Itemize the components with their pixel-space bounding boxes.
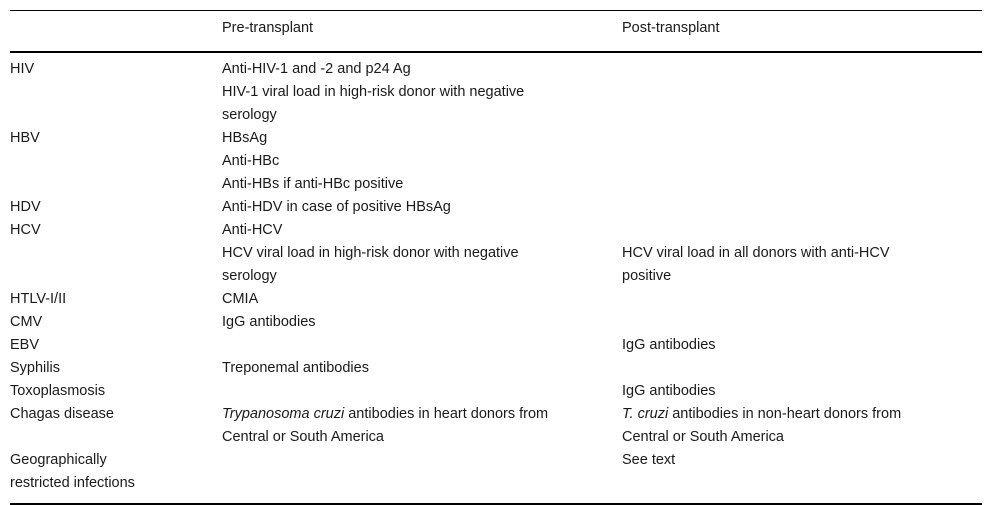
table-row: HTLV-I/II CMIA <box>10 288 982 311</box>
pre-line: IgG antibodies <box>222 314 316 330</box>
agent-line: HIV <box>10 61 35 77</box>
agent-line: CMV <box>10 314 43 330</box>
cell-agent: HDV <box>10 196 222 219</box>
pre-line: Treponemal antibodies <box>222 360 369 376</box>
pre-line: Anti-HBs if anti-HBc positive <box>222 176 404 192</box>
cell-agent: HBV <box>10 127 222 196</box>
pre-line: HBsAg <box>222 130 268 146</box>
table-body: HIV Anti-HIV-1 and -2 and p24 Ag HIV-1 vi… <box>10 52 982 505</box>
pre-line: Anti-HBc <box>222 153 280 169</box>
agent-line: EBV <box>10 337 40 353</box>
cell-agent: HTLV-I/II <box>10 288 222 311</box>
table-header-row: Pre-transplant Post-transplant <box>10 10 982 53</box>
table-row: HIV Anti-HIV-1 and -2 and p24 Ag HIV-1 vi… <box>10 52 982 127</box>
table-row: Syphilis Treponemal antibodies <box>10 357 982 380</box>
cell-agent: CMV <box>10 311 222 334</box>
post-line: See text <box>622 452 676 468</box>
pre-line: Trypanosoma cruzi antibodies in heart do… <box>222 406 549 422</box>
post-line: positive <box>622 268 672 284</box>
cell-agent: EBV <box>10 334 222 357</box>
pre-line: HCV viral load in high-risk donor with n… <box>222 245 519 261</box>
column-header-pre-transplant: Pre-transplant <box>222 10 622 53</box>
cell-pre-transplant: Anti-HIV-1 and -2 and p24 Ag HIV-1 viral … <box>222 52 622 127</box>
pre-line: serology <box>222 107 277 123</box>
post-line: Central or South America <box>622 429 784 445</box>
cell-agent: Geographically restricted infections <box>10 449 222 505</box>
pre-line: serology <box>222 268 277 284</box>
cell-post-transplant: IgG antibodies <box>622 380 982 403</box>
cell-pre-transplant: Trypanosoma cruzi antibodies in heart do… <box>222 403 622 449</box>
cell-agent: HCV <box>10 219 222 288</box>
cell-agent: HIV <box>10 52 222 127</box>
cell-post-transplant: IgG antibodies <box>622 334 982 357</box>
cell-agent: Toxoplasmosis <box>10 380 222 403</box>
cell-agent: Chagas disease <box>10 403 222 449</box>
cell-pre-transplant: Treponemal antibodies <box>222 357 622 380</box>
cell-post-transplant <box>622 127 982 196</box>
cell-post-transplant: T. cruzi antibodies in non-heart donors … <box>622 403 982 449</box>
table-row: CMV IgG antibodies <box>10 311 982 334</box>
post-line: T. cruzi antibodies in non-heart donors … <box>622 406 902 422</box>
pre-line: Anti-HCV <box>222 222 283 238</box>
agent-line: HTLV-I/II <box>10 291 67 307</box>
table-row: HCV Anti-HCV HCV viral load in high-risk … <box>10 219 982 288</box>
column-header-agent <box>10 10 222 53</box>
pre-line: Anti-HDV in case of positive HBsAg <box>222 199 451 215</box>
screening-table-container: Pre-transplant Post-transplant HIV Anti-… <box>10 10 982 505</box>
cell-agent: Syphilis <box>10 357 222 380</box>
agent-line: restricted infections <box>10 475 135 491</box>
cell-pre-transplant: Anti-HDV in case of positive HBsAg <box>222 196 622 219</box>
cell-pre-transplant <box>222 449 622 505</box>
table-row: Geographically restricted infections See … <box>10 449 982 505</box>
infection-screening-table: Pre-transplant Post-transplant HIV Anti-… <box>10 10 982 505</box>
cell-post-transplant: HCV viral load in all donors with anti-H… <box>622 219 982 288</box>
post-line: IgG antibodies <box>622 383 716 399</box>
table-row: EBV IgG antibodies <box>10 334 982 357</box>
cell-pre-transplant: Anti-HCV HCV viral load in high-risk dono… <box>222 219 622 288</box>
column-header-post-transplant: Post-transplant <box>622 10 982 53</box>
cell-post-transplant <box>622 196 982 219</box>
pre-line: Anti-HIV-1 and -2 and p24 Ag <box>222 61 411 77</box>
cell-pre-transplant: IgG antibodies <box>222 311 622 334</box>
table-row: Toxoplasmosis IgG antibodies <box>10 380 982 403</box>
table-header: Pre-transplant Post-transplant <box>10 10 982 53</box>
pre-line: HIV-1 viral load in high-risk donor with… <box>222 84 525 100</box>
post-line: HCV viral load in all donors with anti-H… <box>622 245 890 261</box>
post-line: IgG antibodies <box>622 337 716 353</box>
table-row: HDV Anti-HDV in case of positive HBsAg <box>10 196 982 219</box>
cell-post-transplant: See text <box>622 449 982 505</box>
agent-line: Chagas disease <box>10 406 114 422</box>
cell-post-transplant <box>622 357 982 380</box>
table-row: Chagas disease Trypanosoma cruzi antibod… <box>10 403 982 449</box>
cell-post-transplant <box>622 288 982 311</box>
cell-post-transplant <box>622 52 982 127</box>
cell-pre-transplant: CMIA <box>222 288 622 311</box>
agent-line: HCV <box>10 222 41 238</box>
pre-line: CMIA <box>222 291 259 307</box>
pre-line: Central or South America <box>222 429 384 445</box>
agent-line: Toxoplasmosis <box>10 383 106 399</box>
agent-line: HBV <box>10 130 40 146</box>
cell-pre-transplant <box>222 334 622 357</box>
agent-line: Syphilis <box>10 360 60 376</box>
agent-line: Geographically <box>10 452 107 468</box>
cell-post-transplant <box>622 311 982 334</box>
agent-line: HDV <box>10 199 41 215</box>
cell-pre-transplant <box>222 380 622 403</box>
